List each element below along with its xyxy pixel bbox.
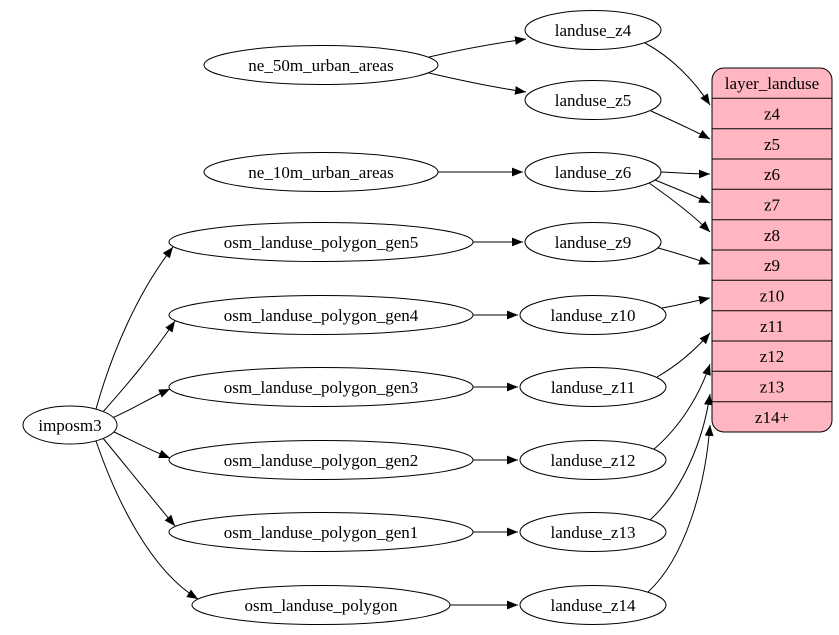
node-layer-landuse-table: layer_landuse z4 z5 z6 z7 z8 z9 z10 z11 … (711, 67, 833, 433)
node-landuse-z12-label: landuse_z12 (551, 451, 636, 470)
node-ne-10m-urban-areas: ne_10m_urban_areas (203, 152, 439, 192)
node-osm-landuse-polygon-gen3-shape (168, 367, 474, 407)
node-landuse-z5-label: landuse_z5 (555, 91, 631, 110)
edge-landuse-z4-row-z4 (644, 42, 711, 106)
node-osm-landuse-polygon-gen1-shape (168, 512, 474, 552)
edge-landuse-z13-row-z13 (649, 393, 713, 521)
edge-ne50m-landuse-z4 (428, 36, 527, 58)
node-ne-50m-urban-areas-label: ne_50m_urban_areas (248, 56, 393, 75)
node-ne-50m-urban-areas-shape (203, 45, 439, 85)
node-landuse-z5-shape (524, 80, 662, 120)
node-osm-landuse-polygon-gen2-shape (168, 440, 474, 480)
node-landuse-z11-label: landuse_z11 (551, 378, 635, 397)
node-landuse-z13-shape (519, 512, 667, 552)
node-landuse-z6: landuse_z6 (524, 152, 662, 192)
node-osm-landuse-polygon-gen5-label: osm_landuse_polygon_gen5 (224, 233, 419, 252)
node-osm-landuse-polygon-gen1: osm_landuse_polygon_gen1 (168, 512, 474, 552)
edge-landuse-z12-row-z12 (652, 363, 711, 451)
edge-landuse-z11-row-z11 (656, 332, 711, 378)
node-osm-landuse-polygon-gen4: osm_landuse_polygon_gen4 (168, 295, 474, 335)
node-landuse-z4-label: landuse_z4 (555, 21, 632, 40)
table-row-z13: z13 (760, 378, 785, 397)
edge-landuse-z10-row-z10 (661, 295, 711, 309)
edge-imposm3-gen2 (111, 430, 171, 459)
table-header-layer-landuse: layer_landuse (725, 74, 819, 93)
node-imposm3: imposm3 (22, 405, 118, 445)
node-osm-landuse-polygon-gen2-label: osm_landuse_polygon_gen2 (224, 451, 419, 470)
node-landuse-z9: landuse_z9 (524, 222, 662, 262)
node-landuse-z10-label: landuse_z10 (551, 306, 636, 325)
node-osm-landuse-polygon-shape (191, 585, 451, 625)
edge-landuse-z6-row-z6 (660, 169, 711, 179)
node-landuse-z9-label: landuse_z9 (555, 233, 631, 252)
node-osm-landuse-polygon: osm_landuse_polygon (191, 585, 451, 625)
table-row-z6: z6 (764, 165, 780, 184)
node-osm-landuse-polygon-gen4-shape (168, 295, 474, 335)
node-imposm3-label: imposm3 (38, 416, 101, 435)
edge-imposm3-polygon (95, 440, 199, 600)
node-osm-landuse-polygon-gen5-shape (168, 222, 474, 262)
node-landuse-z14-shape (519, 585, 667, 625)
table-row-z10: z10 (760, 287, 785, 306)
node-osm-landuse-polygon-gen5: osm_landuse_polygon_gen5 (168, 222, 474, 262)
table-row-z4: z4 (764, 105, 781, 124)
node-landuse-z4: landuse_z4 (524, 10, 662, 50)
node-ne-50m-urban-areas: ne_50m_urban_areas (203, 45, 439, 85)
edge-landuse-z6-row-z7 (654, 179, 711, 204)
node-imposm3-shape (22, 405, 118, 445)
table-row-z7: z7 (764, 196, 781, 215)
node-osm-landuse-polygon-gen4-label: osm_landuse_polygon_gen4 (224, 306, 419, 325)
edge-landuse-z14-row-z14plus (647, 424, 714, 593)
node-osm-landuse-polygon-gen1-label: osm_landuse_polygon_gen1 (224, 523, 419, 542)
node-landuse-z13-label: landuse_z13 (551, 523, 636, 542)
edge-imposm3-gen5 (95, 246, 174, 410)
node-landuse-z4-shape (524, 10, 662, 50)
table-row-z9: z9 (764, 256, 780, 275)
node-landuse-z10-shape (519, 295, 667, 335)
node-landuse-z11: landuse_z11 (519, 367, 667, 407)
edge-landuse-z9-row-z9 (657, 247, 711, 265)
node-landuse-z6-shape (524, 152, 662, 192)
edge-landuse-z5-row-z5 (650, 110, 711, 140)
node-landuse-z14: landuse_z14 (519, 585, 667, 625)
table-row-z12: z12 (760, 347, 785, 366)
node-landuse-z12: landuse_z12 (519, 440, 667, 480)
table-row-z5: z5 (764, 135, 780, 154)
node-landuse-z9-shape (524, 222, 662, 262)
node-landuse-z6-label: landuse_z6 (555, 163, 631, 182)
edge-ne50m-landuse-z5 (428, 72, 527, 95)
edge-landuse-z6-row-z8 (648, 182, 711, 233)
node-osm-landuse-polygon-label: osm_landuse_polygon (245, 596, 398, 615)
node-landuse-z13: landuse_z13 (519, 512, 667, 552)
node-landuse-z5: landuse_z5 (524, 80, 662, 120)
table-row-z11: z11 (760, 317, 784, 336)
node-landuse-z12-shape (519, 440, 667, 480)
edge-imposm3-gen1 (101, 436, 176, 527)
edge-imposm3-gen4 (101, 320, 176, 414)
edge-layer (95, 36, 714, 610)
node-osm-landuse-polygon-gen3-label: osm_landuse_polygon_gen3 (224, 378, 419, 397)
table-row-z14plus: z14+ (755, 408, 789, 427)
node-landuse-z10: landuse_z10 (519, 295, 667, 335)
table-row-z8: z8 (764, 226, 780, 245)
node-ne-10m-urban-areas-shape (203, 152, 439, 192)
node-osm-landuse-polygon-gen3: osm_landuse_polygon_gen3 (168, 367, 474, 407)
node-landuse-z14-label: landuse_z14 (551, 596, 636, 615)
node-ne-10m-urban-areas-label: ne_10m_urban_areas (248, 163, 393, 182)
node-landuse-z11-shape (519, 367, 667, 407)
node-osm-landuse-polygon-gen2: osm_landuse_polygon_gen2 (168, 440, 474, 480)
edge-imposm3-gen3 (111, 388, 171, 419)
